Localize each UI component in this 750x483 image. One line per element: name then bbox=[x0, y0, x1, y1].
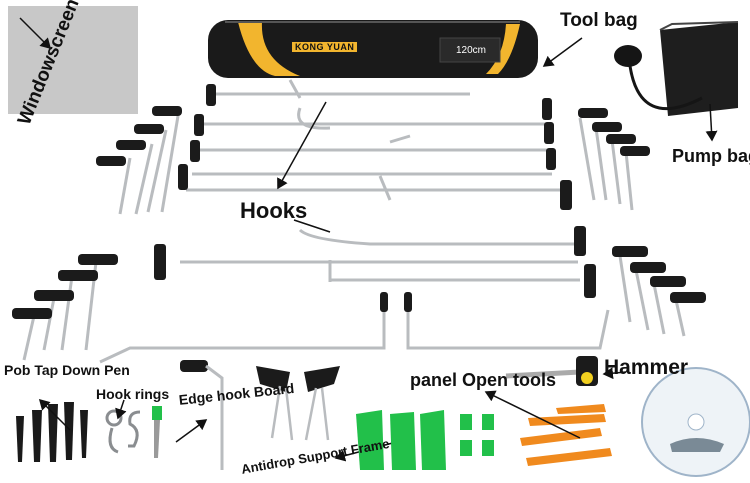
panel-tools-label: panel Open tools bbox=[410, 370, 557, 390]
film-arrow bbox=[19, 17, 52, 50]
small-hooks-right-top bbox=[578, 117, 634, 211]
bag-size: 120cm bbox=[456, 45, 487, 56]
hammer-label: Hammer bbox=[604, 356, 689, 379]
tap-down-pens bbox=[16, 402, 88, 462]
edge-hook-board bbox=[180, 360, 224, 470]
antidrop-frames bbox=[256, 366, 340, 441]
hooks-arrow-2 bbox=[293, 219, 331, 233]
rod-handles bbox=[154, 84, 596, 298]
pob-tap-label: Pob Tap Down Pen bbox=[4, 362, 130, 378]
protective-film bbox=[8, 6, 138, 114]
pump-bag-label: Pump bag bbox=[672, 146, 750, 166]
hammer bbox=[505, 356, 598, 386]
green-clip bbox=[152, 406, 162, 420]
hook-rings-label: Hook rings bbox=[96, 386, 170, 402]
hook-rings bbox=[105, 409, 141, 454]
hooks-label: Hooks bbox=[240, 198, 308, 223]
small-hooks-right-bottom bbox=[618, 255, 686, 337]
instruction-cd bbox=[641, 367, 750, 477]
orange-panel-tools bbox=[520, 404, 612, 466]
pump-arrow bbox=[705, 103, 718, 142]
hooks-arrow-1 bbox=[277, 101, 327, 190]
tool-bag bbox=[208, 20, 538, 78]
green-wedges bbox=[356, 410, 494, 470]
hook-rods bbox=[180, 79, 580, 282]
bag-brand: KONG YUAN bbox=[292, 42, 358, 52]
bag-arrow bbox=[542, 37, 583, 67]
long-bottom-hooks bbox=[99, 309, 610, 364]
pump-bag bbox=[614, 21, 739, 116]
small-hooks-left-top bbox=[118, 115, 180, 215]
tool-bag-label: Tool bag bbox=[560, 10, 638, 31]
